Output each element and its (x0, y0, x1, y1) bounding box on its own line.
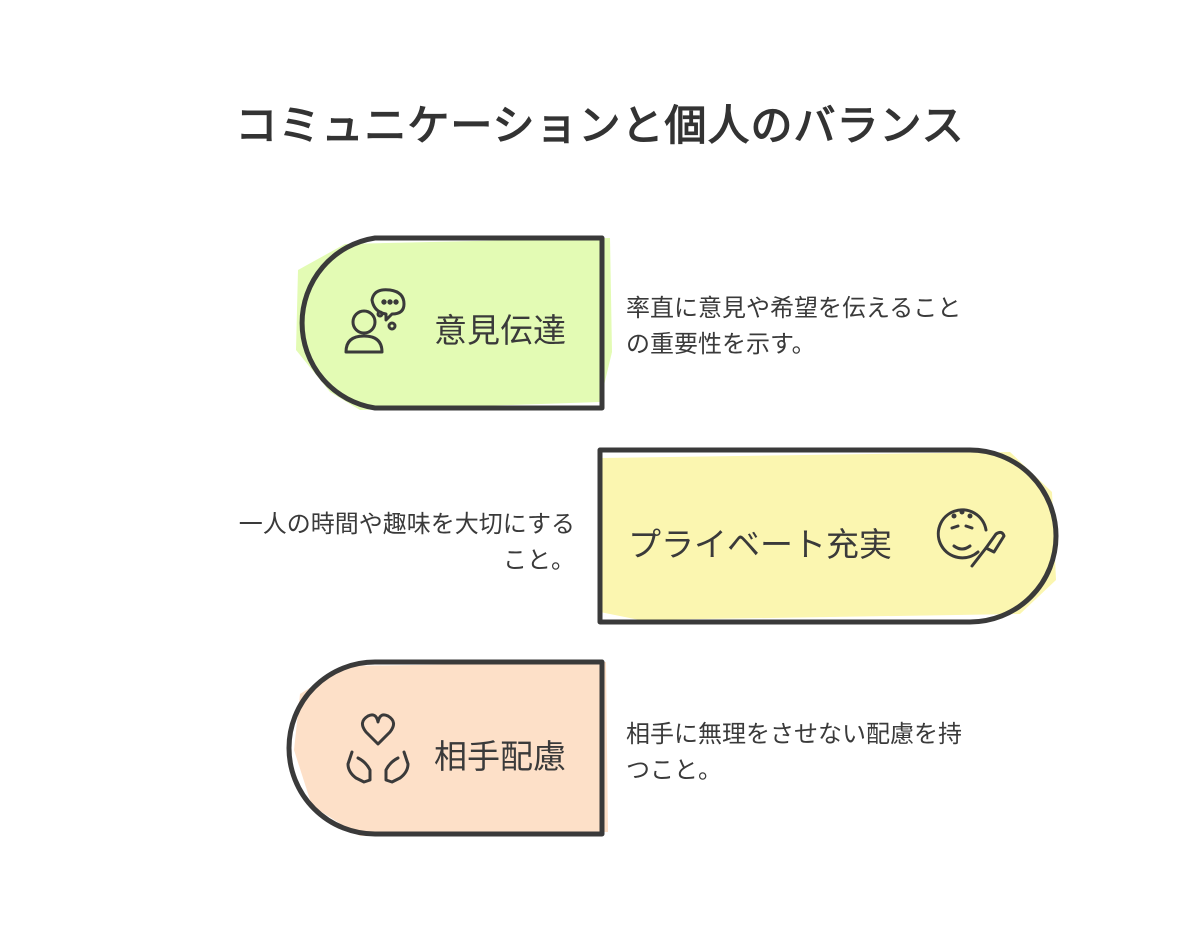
face-makeup-brush-icon (936, 508, 1006, 568)
item-1-description: 率直に意見や希望を伝えること の重要性を示す。 (626, 290, 961, 362)
diagram-title: コミュニケーションと個人のバランス (235, 101, 965, 150)
item-2-pill (597, 447, 1059, 625)
item-2-description-line-2: こと。 (503, 546, 575, 574)
item-3-description: 相手に無理をさせない配慮を持 つこと。 (626, 716, 962, 788)
item-2-label: プライベート充実 (628, 525, 892, 564)
item-2-outline (597, 447, 1059, 625)
item-3-label: 相手配慮 (434, 737, 566, 776)
item-1-fill (296, 238, 612, 410)
item-2-description-line-1: 一人の時間や趣味を大切にする (238, 510, 575, 538)
item-1-outline (299, 235, 605, 411)
item-1-description-line-2: の重要性を示す。 (626, 330, 816, 358)
item-2-description: 一人の時間や趣味を大切にする こと。 (180, 506, 575, 578)
item-1-pill (296, 235, 612, 411)
item-1-label: 意見伝達 (434, 311, 566, 350)
item-3-description-line-1: 相手に無理をさせない配慮を持 (626, 720, 962, 748)
item-2-fill (600, 452, 1056, 620)
item-3-outline (286, 659, 605, 837)
speech-person-icon (344, 288, 406, 354)
item-3-fill (294, 662, 608, 836)
heart-hands-icon (346, 713, 410, 784)
item-3-pill (286, 659, 608, 837)
item-3-description-line-2: つこと。 (626, 756, 722, 784)
item-1-description-line-1: 率直に意見や希望を伝えること (626, 294, 962, 322)
